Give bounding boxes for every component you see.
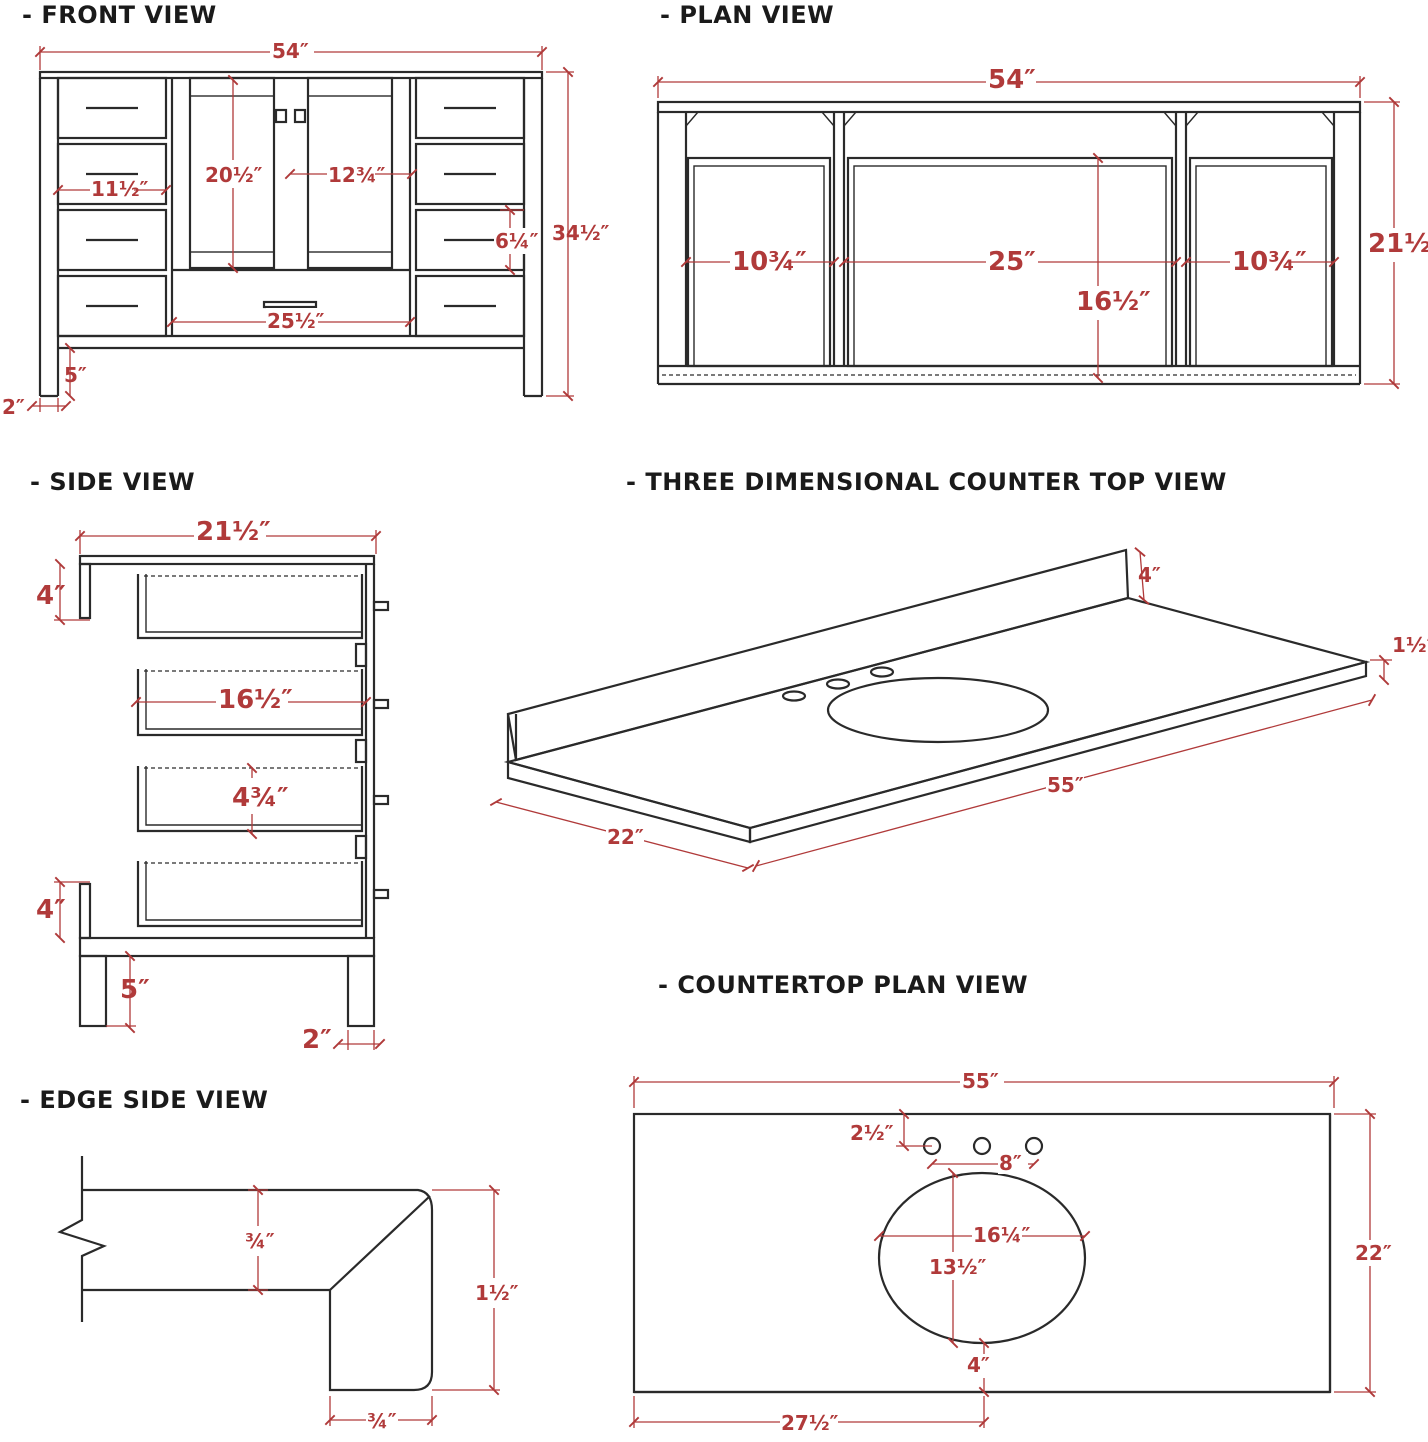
front-door-width-label: 12¾″ — [328, 163, 386, 187]
countertop-hole-spacing-label: 8″ — [999, 1151, 1022, 1175]
countertop-basin-depth-label: 13½″ — [929, 1255, 987, 1279]
plan-left-opening-label: 10¾″ — [732, 247, 807, 277]
side-view: 21½″ 4″ 16½″ 4¾″ 4″ 5″ 2″ — [36, 514, 390, 1055]
front-drawer-height-label: 6¼″ — [495, 229, 539, 253]
three-d-countertop: 4″ 1½″ 55″ 22″ — [489, 547, 1428, 873]
countertop-depth-label: 22″ — [1355, 1241, 1392, 1265]
edge-total-thickness-label: 1½″ — [475, 1281, 519, 1305]
side-top-backsplash-label: 4″ — [36, 581, 66, 611]
plan-right-opening-label: 10¾″ — [1232, 247, 1307, 277]
edge-top-thickness-label: ¾″ — [245, 1229, 275, 1253]
side-depth-label: 21½″ — [196, 517, 271, 547]
countertop-length-label: 55″ — [962, 1069, 999, 1093]
front-toe-height-label: 5″ — [64, 363, 87, 387]
countertop-hole-offset-label: 2½″ — [850, 1121, 894, 1145]
front-view-title: - FRONT VIEW — [22, 1, 217, 29]
three-d-view-title: - THREE DIMENSIONAL COUNTER TOP VIEW — [626, 468, 1227, 496]
side-view-title: - SIDE VIEW — [30, 468, 195, 496]
front-bottom-drawer-width-label: 25½″ — [267, 309, 325, 333]
three-d-length-label: 55″ — [1047, 773, 1084, 797]
front-drawer-width-label: 11½″ — [91, 177, 149, 201]
edge-side-view-title: - EDGE SIDE VIEW — [20, 1086, 268, 1114]
countertop-plan-view-title: - COUNTERTOP PLAN VIEW — [658, 971, 1028, 999]
countertop-plan: 55″ 22″ 2½″ 8″ 16¼″ 13½″ 4″ 27½″ — [628, 1068, 1398, 1438]
three-d-thickness-label: 1½″ — [1392, 633, 1428, 657]
countertop-center-offset-label: 27½″ — [781, 1411, 839, 1435]
plan-center-depth-label: 16½″ — [1076, 287, 1151, 317]
plan-view: 54″ 21½″ 10¾″ 25″ 10¾″ 16½″ — [652, 65, 1428, 390]
front-height-label: 34½″ — [552, 221, 610, 245]
plan-view-title: - PLAN VIEW — [660, 1, 834, 29]
front-leg-width-label: 2″ — [2, 395, 25, 419]
front-door-height-label: 20½″ — [205, 163, 263, 187]
side-leg-width-label: 2″ — [302, 1025, 332, 1055]
edge-side-view: ¾″ 1½″ ¾″ — [57, 1156, 519, 1438]
countertop-basin-width-label: 16¼″ — [973, 1223, 1031, 1247]
front-view: 54″ 34½″ 20½″ 12¾″ 11½″ 6¼″ 25½″ 5″ 2″ — [2, 39, 610, 419]
countertop-front-offset-label: 4″ — [967, 1353, 990, 1377]
side-toe-height-label: 5″ — [120, 975, 150, 1005]
side-lower-backsplash-label: 4″ — [36, 895, 66, 925]
front-width-label: 54″ — [272, 39, 309, 63]
plan-center-opening-label: 25″ — [988, 247, 1036, 277]
three-d-backsplash-label: 4″ — [1138, 563, 1161, 587]
plan-width-label: 54″ — [988, 65, 1036, 95]
edge-bevel-label: ¾″ — [367, 1409, 397, 1433]
three-d-depth-label: 22″ — [607, 825, 644, 849]
side-drawer-height-label: 4¾″ — [232, 783, 289, 813]
plan-depth-label: 21½″ — [1368, 229, 1428, 259]
side-drawer-depth-label: 16½″ — [218, 685, 293, 715]
